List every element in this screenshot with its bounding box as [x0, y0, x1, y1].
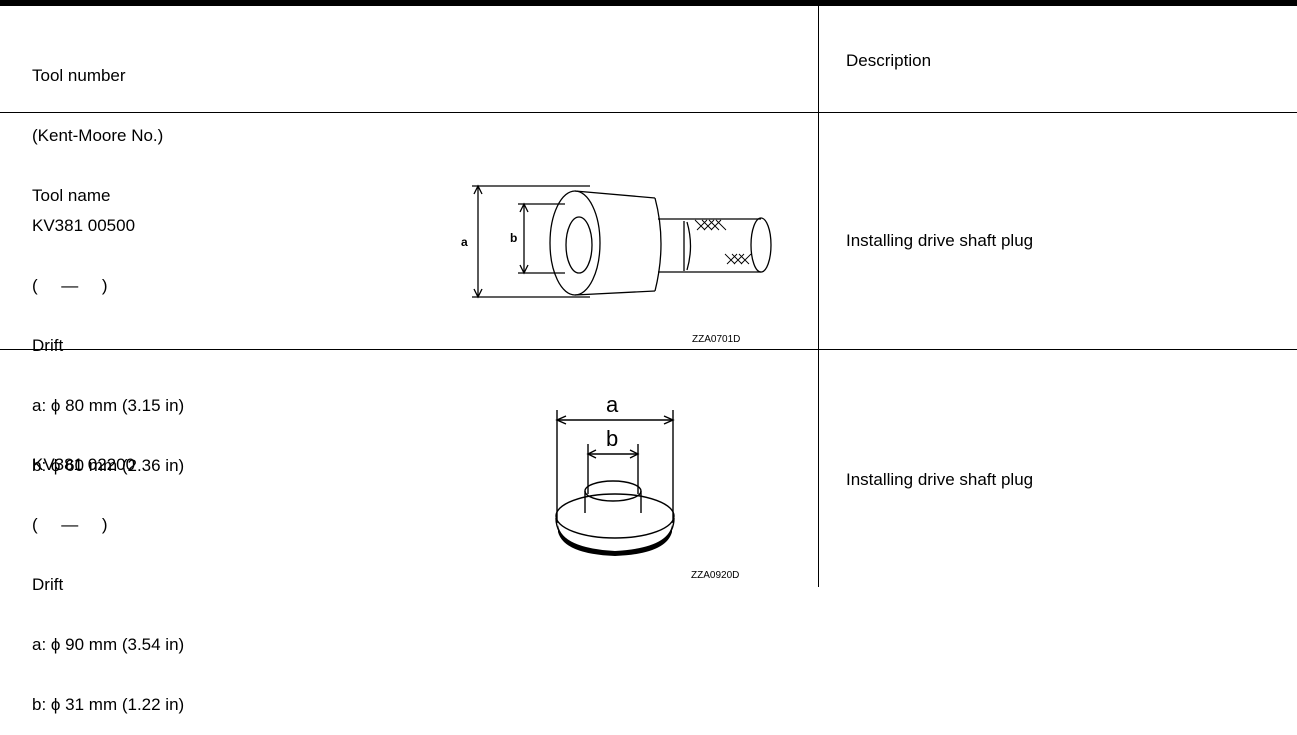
row-description: Installing drive shaft plug — [846, 470, 1034, 489]
figure-label-a: a — [606, 392, 619, 417]
header-tool-number: Tool number — [32, 66, 126, 85]
figure-label-a: a — [461, 235, 468, 249]
dimension-b: b: ϕ 60 mm (2.36 in) — [32, 456, 185, 475]
kent-moore-number: ( — ) — [32, 276, 108, 295]
figure-label-b: b — [510, 231, 517, 245]
header-description: Description — [846, 51, 932, 70]
header-tool-name: Tool name — [32, 186, 111, 205]
table-row: KV381 02200 ( — ) Drift a: ϕ 90 mm (3.54… — [32, 415, 184, 735]
tool-name: Drift — [32, 575, 64, 594]
tool-number: KV381 02200 — [32, 455, 136, 474]
kent-moore-number: ( — ) — [32, 515, 108, 534]
dimension-a: a: ϕ 80 mm (3.15 in) — [32, 396, 185, 415]
dimension-b: b: ϕ 31 mm (1.22 in) — [32, 695, 185, 714]
table-row: KV381 00500 ( — ) Drift a: ϕ 80 mm (3.15… — [32, 176, 184, 496]
row-description: Installing drive shaft plug — [846, 231, 1034, 250]
drift-kv38102200-illustration: a b ZZA0920D — [555, 392, 739, 581]
header-tool-column: Tool number (Kent-Moore No.) Tool name — [32, 26, 163, 226]
header-bottom-border — [0, 112, 1297, 113]
figure-label-b: b — [606, 426, 618, 451]
column-divider — [818, 6, 819, 587]
tool-number: KV381 00500 — [32, 216, 136, 235]
drift-kv38100500-illustration: a b ZZA0701D — [461, 184, 772, 345]
figure-id: ZZA0701D — [692, 334, 740, 345]
figure-id: ZZA0920D — [691, 570, 739, 581]
row-divider — [0, 349, 1297, 350]
dimension-a: a: ϕ 90 mm (3.54 in) — [32, 635, 185, 654]
tool-name: Drift — [32, 336, 64, 355]
table-top-border — [0, 0, 1297, 6]
header-kent-moore: (Kent-Moore No.) — [32, 126, 164, 145]
